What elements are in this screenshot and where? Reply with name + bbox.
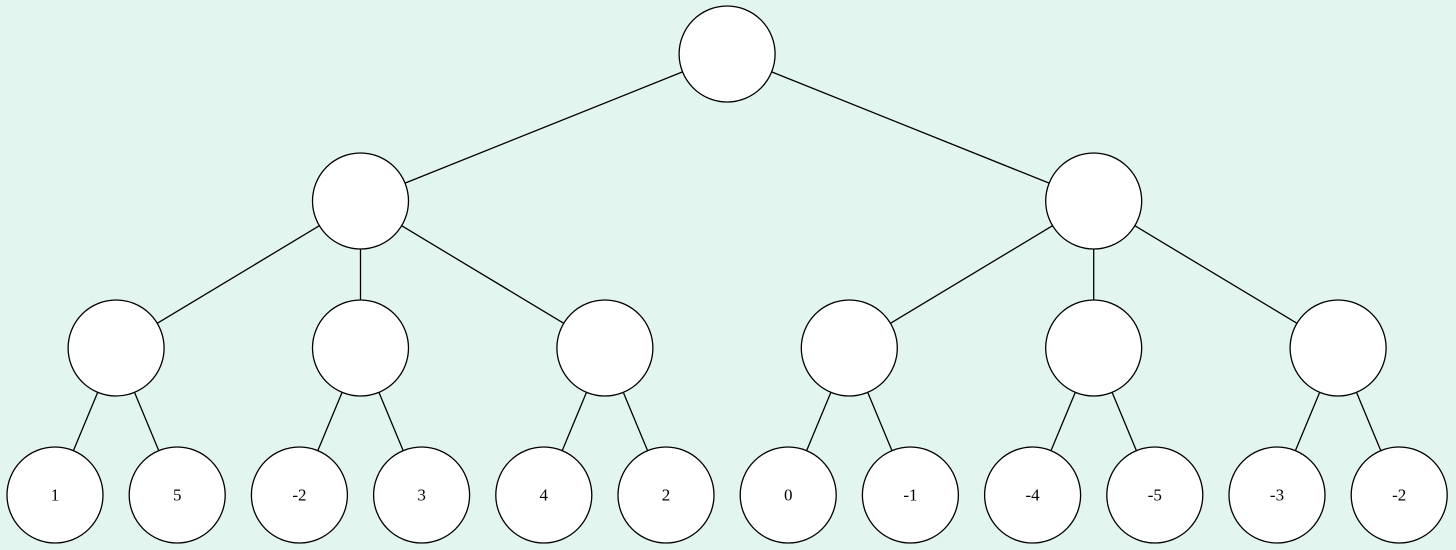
node-value-label: 2 — [662, 486, 671, 505]
tree-edge — [1294, 392, 1321, 451]
tree-edge — [1111, 392, 1137, 451]
tree-edge — [867, 392, 893, 451]
tree-edge — [622, 392, 649, 451]
leaf-node: -5 — [1106, 446, 1204, 544]
leaf-node: -2 — [1350, 446, 1448, 544]
node-circle — [1045, 152, 1143, 250]
node-circle — [1045, 299, 1143, 397]
tree-edges — [72, 71, 1382, 451]
leaf-node: 1 — [6, 446, 104, 544]
leaf-node: -1 — [861, 446, 960, 544]
node-circle — [1350, 446, 1448, 544]
internal-node — [311, 299, 410, 397]
leaf-node: -2 — [250, 446, 349, 544]
node-value-label: 5 — [173, 486, 182, 505]
internal-node — [67, 299, 165, 397]
root-node — [678, 5, 776, 103]
tree-edge — [806, 392, 832, 451]
node-circle — [495, 446, 593, 544]
tree-edge — [1134, 225, 1298, 324]
tree-edge — [156, 225, 320, 324]
leaf-node: -3 — [1228, 446, 1326, 544]
node-circle — [861, 446, 960, 544]
node-value-label: -3 — [1270, 486, 1284, 505]
leaf-node: 2 — [617, 446, 715, 544]
node-circle — [739, 446, 837, 544]
node-circle — [983, 446, 1082, 544]
node-circle — [372, 446, 471, 544]
internal-node — [311, 152, 410, 250]
tree-edge — [561, 392, 588, 451]
tree-edge — [1050, 392, 1076, 451]
leaf-node: -4 — [983, 446, 1082, 544]
node-circle — [6, 446, 104, 544]
node-value-label: -2 — [292, 486, 306, 505]
node-circle — [250, 446, 349, 544]
tree-edge — [317, 392, 343, 451]
node-circle — [311, 152, 410, 250]
tree-edge — [890, 225, 1053, 324]
tree-edge — [72, 392, 99, 451]
node-circle — [617, 446, 715, 544]
node-value-label: -5 — [1148, 486, 1162, 505]
node-circle — [1228, 446, 1326, 544]
leaf-node: 5 — [128, 446, 226, 544]
node-value-label: -2 — [1392, 486, 1406, 505]
node-circle — [128, 446, 226, 544]
tree-edge — [404, 71, 683, 184]
internal-node — [800, 299, 898, 397]
node-value-label: 4 — [540, 486, 549, 505]
leaf-node: 3 — [372, 446, 471, 544]
internal-node — [556, 299, 654, 397]
node-circle — [678, 5, 776, 103]
node-circle — [556, 299, 654, 397]
tree-edge — [401, 225, 565, 324]
node-circle — [1289, 299, 1387, 397]
node-value-label: -1 — [903, 486, 917, 505]
node-circle — [67, 299, 165, 397]
leaf-node: 4 — [495, 446, 593, 544]
internal-node — [1289, 299, 1387, 397]
node-circle — [311, 299, 410, 397]
internal-node — [1045, 152, 1143, 250]
leaf-node: 0 — [739, 446, 837, 544]
tree-nodes: 1 5 -2 3 4 2 0 -1 -4 -5 -3 -2 — [6, 5, 1448, 544]
node-value-label: 3 — [417, 486, 426, 505]
node-value-label: 1 — [51, 486, 60, 505]
node-value-label: -4 — [1026, 486, 1041, 505]
tree-edge — [1355, 392, 1382, 451]
internal-node — [1045, 299, 1143, 397]
tree-edge — [378, 392, 404, 451]
tree-edge — [771, 71, 1050, 184]
tree-edge — [133, 392, 160, 451]
node-circle — [1106, 446, 1204, 544]
node-value-label: 0 — [784, 486, 793, 505]
node-circle — [800, 299, 898, 397]
